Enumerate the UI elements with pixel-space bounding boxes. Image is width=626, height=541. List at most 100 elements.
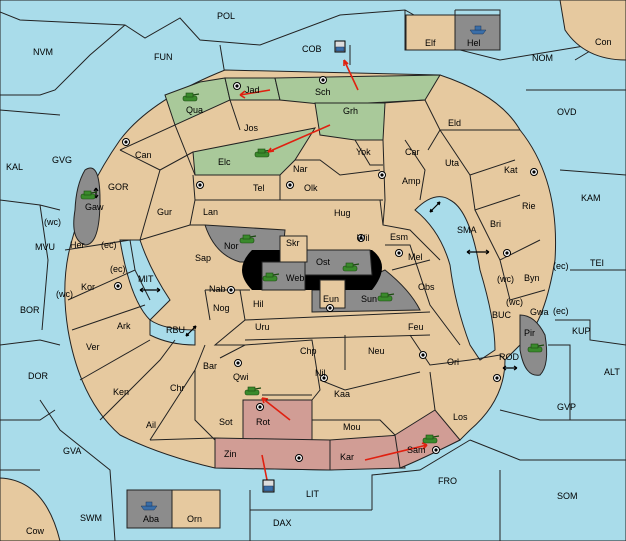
label-Ail: Ail bbox=[146, 420, 156, 430]
units-layer bbox=[80, 25, 545, 511]
supply-center-icon bbox=[503, 249, 511, 257]
label-Los: Los bbox=[453, 412, 468, 422]
tank-icon[interactable] bbox=[239, 234, 257, 244]
region-elc bbox=[192, 127, 317, 176]
fleet-icon[interactable] bbox=[469, 25, 487, 35]
tank-icon[interactable] bbox=[422, 434, 440, 444]
tank-icon[interactable] bbox=[244, 386, 262, 396]
label-Ark: Ark bbox=[117, 321, 131, 331]
elf-box bbox=[405, 14, 456, 51]
label-Feu: Feu bbox=[408, 322, 424, 332]
label-Lan: Lan bbox=[203, 207, 218, 217]
rbu-bay bbox=[149, 319, 196, 346]
tank-icon[interactable] bbox=[80, 190, 98, 200]
supply-center-icon bbox=[432, 446, 440, 454]
label-Yok: Yok bbox=[356, 147, 371, 157]
label-DAX: DAX bbox=[273, 518, 292, 528]
order-arrow bbox=[267, 124, 331, 153]
label-wc3: (wc) bbox=[56, 289, 73, 299]
supply-center-icon bbox=[319, 76, 327, 84]
label-wc4: (wc) bbox=[506, 297, 523, 307]
label-Amp: Amp bbox=[402, 176, 421, 186]
supply-center-icon bbox=[493, 374, 501, 382]
label-Zin: Zin bbox=[224, 449, 237, 459]
label-KAM: KAM bbox=[581, 193, 601, 203]
tank-icon[interactable] bbox=[262, 272, 280, 282]
tank-icon[interactable] bbox=[377, 292, 395, 302]
order-arrow bbox=[364, 442, 428, 461]
label-Sap: Sap bbox=[195, 253, 211, 263]
label-Rie: Rie bbox=[522, 201, 536, 211]
label-Jad: Jad bbox=[245, 85, 260, 95]
label-Byn: Byn bbox=[524, 273, 540, 283]
tank-icon[interactable] bbox=[342, 262, 360, 272]
sea-borders bbox=[0, 9, 626, 541]
unit-marker-lit bbox=[262, 479, 275, 493]
label-Elc: Elc bbox=[218, 157, 231, 167]
label-MVU: MVU bbox=[35, 242, 55, 252]
label-Mel: Mel bbox=[408, 252, 423, 262]
inner-sea bbox=[414, 196, 496, 361]
label-Elf: Elf bbox=[425, 38, 436, 48]
label-Neu: Neu bbox=[368, 346, 385, 356]
label-Eun: Eun bbox=[323, 294, 339, 304]
unit-marker-cob bbox=[334, 40, 346, 53]
channel-sma-arrow bbox=[429, 201, 441, 213]
label-Skr: Skr bbox=[286, 238, 300, 248]
label-RBU: RBU bbox=[166, 325, 185, 335]
label-COB: COB bbox=[302, 44, 322, 54]
label-KUP: KUP bbox=[572, 326, 591, 336]
supply-center-icon bbox=[233, 82, 241, 90]
tank-icon[interactable] bbox=[527, 343, 545, 353]
supply-center-icon bbox=[196, 181, 204, 189]
supply-center-icon bbox=[378, 171, 386, 179]
label-Her: Her bbox=[70, 240, 85, 250]
channel-mit-arrow bbox=[139, 287, 161, 293]
label-Gwa: Gwa bbox=[530, 307, 549, 317]
label-Ken: Ken bbox=[113, 387, 129, 397]
fleet-icon[interactable] bbox=[140, 501, 158, 511]
label-ec3: (ec) bbox=[553, 261, 569, 271]
label-Hel: Hel bbox=[467, 38, 481, 48]
channel-markers bbox=[93, 187, 518, 371]
label-FRO: FRO bbox=[438, 476, 457, 486]
orn-box bbox=[171, 489, 221, 529]
label-Grh: Grh bbox=[343, 106, 358, 116]
supply-center-icon bbox=[122, 138, 130, 146]
label-Car: Car bbox=[405, 147, 420, 157]
label-Ver: Ver bbox=[86, 342, 100, 352]
order-arrow bbox=[261, 397, 291, 421]
tank-icon[interactable] bbox=[182, 92, 200, 102]
label-Bri: Bri bbox=[490, 219, 501, 229]
supply-center-icon bbox=[320, 374, 328, 382]
label-Nar: Nar bbox=[293, 164, 308, 174]
supply-center-icon bbox=[295, 454, 303, 462]
label-SWM: SWM bbox=[80, 513, 102, 523]
label-Kaa: Kaa bbox=[334, 389, 350, 399]
province-labels: POL NVM FUN COB Elf Hel Con NOM Jad Qua … bbox=[6, 11, 620, 536]
supply-center-icon bbox=[256, 403, 264, 411]
label-OVD: OVD bbox=[557, 107, 577, 117]
label-GVA: GVA bbox=[63, 446, 81, 456]
label-SOM: SOM bbox=[557, 491, 578, 501]
label-NOM: NOM bbox=[532, 53, 553, 63]
channel-rod-arrow bbox=[502, 365, 518, 371]
region-rot bbox=[242, 399, 313, 441]
label-Nor: Nor bbox=[224, 241, 239, 251]
region-skr bbox=[279, 235, 308, 263]
label-BOR: BOR bbox=[20, 305, 40, 315]
label-BUC: BUC bbox=[492, 310, 512, 320]
label-Hug: Hug bbox=[334, 208, 351, 218]
label-Sam: Sam bbox=[407, 445, 426, 455]
label-Jos: Jos bbox=[244, 123, 259, 133]
label-ALT: ALT bbox=[604, 367, 620, 377]
label-Sch: Sch bbox=[315, 87, 331, 97]
label-Kor: Kor bbox=[81, 282, 95, 292]
supply-center-icon bbox=[286, 181, 294, 189]
label-Kat: Kat bbox=[504, 165, 518, 175]
label-Orl: Orl bbox=[447, 357, 459, 367]
supply-center-icon bbox=[114, 282, 122, 290]
label-LIT: LIT bbox=[306, 489, 320, 499]
label-Sot: Sot bbox=[219, 417, 233, 427]
label-wc2: (wc) bbox=[497, 274, 514, 284]
